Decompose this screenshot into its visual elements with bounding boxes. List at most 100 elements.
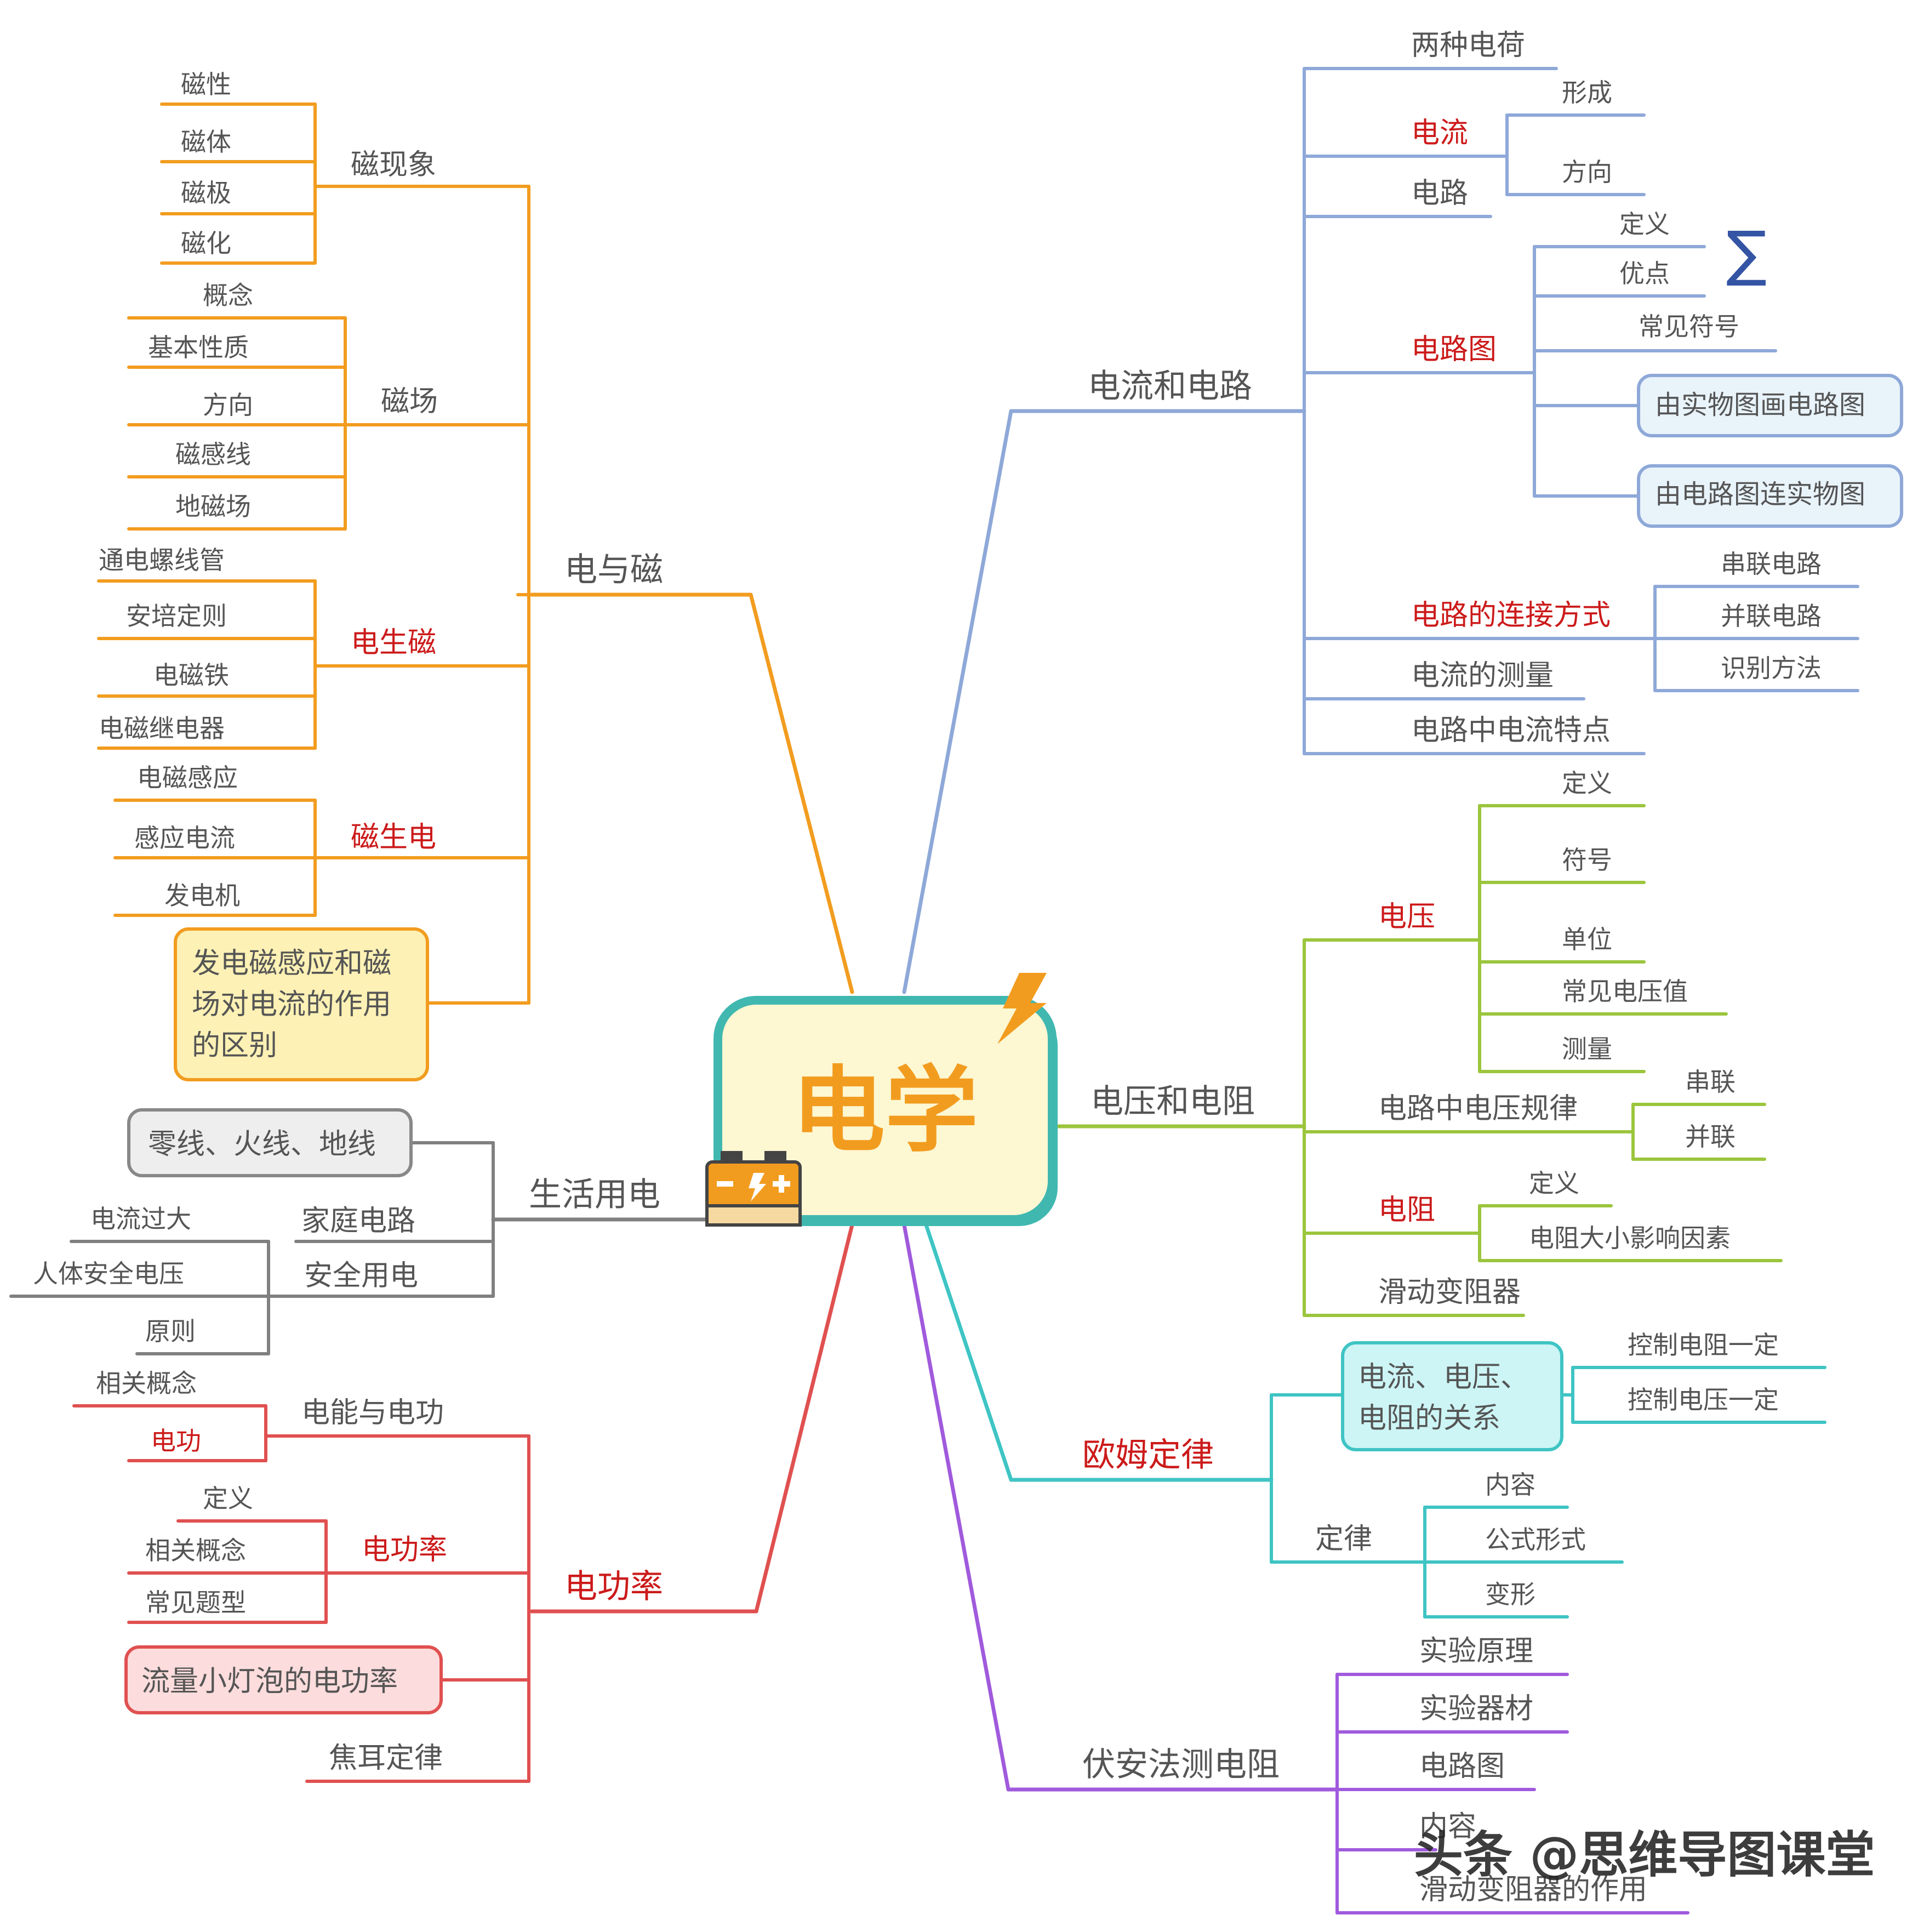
node-charges: 两种电荷 — [1411, 29, 1525, 62]
battery-icon — [705, 1151, 802, 1227]
leaf-label: 控制电阻一定 — [1628, 1330, 1779, 1360]
note-box-em[interactable] — [174, 927, 429, 1081]
note-text: 场对电流的作用 — [192, 988, 391, 1021]
leaf-label: 电路图 — [1419, 1750, 1505, 1783]
node-magnet-phenomena: 磁现象 — [351, 149, 436, 181]
node-energy-work: 电能与电功 — [301, 1397, 444, 1429]
leaf-label: 串联电路 — [1721, 549, 1822, 579]
leaf-label: 滑动变阻器的作用 — [1419, 1873, 1647, 1906]
node-circuit: 电路 — [1411, 177, 1468, 210]
node-volt: 电压 — [1378, 901, 1435, 933]
branch-label-voltage[interactable]: 电压和电阻 — [1091, 1082, 1255, 1121]
node-connection: 电路的连接方式 — [1411, 599, 1611, 632]
leaf-label: 内容 — [1485, 1470, 1535, 1500]
diagram-box-text: 由电路图连实物图 — [1655, 479, 1865, 510]
node-measure: 电流的测量 — [1411, 659, 1554, 692]
leaf-label: 电磁铁 — [153, 660, 229, 690]
node-law: 定律 — [1315, 1523, 1372, 1555]
leaf-label: 定义 — [1562, 768, 1612, 798]
node-mag-to-elec: 磁生电 — [351, 821, 436, 854]
branch-line-vam — [902, 1223, 1339, 1792]
leaf-label: 磁体 — [181, 127, 231, 157]
relation-text: 电流、电压、 — [1358, 1361, 1529, 1394]
leaf-label: 定义 — [203, 1484, 253, 1513]
relation-text: 电阻的关系 — [1358, 1402, 1500, 1435]
leaf-label: 通电螺线管 — [99, 545, 225, 575]
leaf-label: 基本性质 — [148, 333, 249, 362]
node-rheostat: 滑动变阻器 — [1378, 1276, 1521, 1309]
node-rule: 电路中电压规律 — [1378, 1092, 1578, 1125]
branch-label-power[interactable]: 电功率 — [564, 1568, 663, 1606]
leaf-label: 概念 — [203, 281, 253, 310]
central-topic[interactable]: 电学 — [713, 996, 1058, 1226]
node-safety: 安全用电 — [304, 1259, 418, 1292]
relation-box[interactable] — [1341, 1341, 1563, 1451]
leaf-label: 控制电压一定 — [1628, 1385, 1779, 1415]
node-current: 电流 — [1411, 117, 1468, 150]
note-text: 发电磁感应和磁 — [192, 947, 391, 980]
branch-label-em[interactable]: 电与磁 — [564, 551, 663, 589]
leaf-label: 实验原理 — [1419, 1635, 1533, 1668]
leaf-label: 内容 — [1419, 1810, 1476, 1843]
lamp-text: 流量小灯泡的电功率 — [141, 1665, 398, 1698]
branch-label-circuit[interactable]: 电流和电路 — [1088, 367, 1252, 406]
leaf-label: 电磁感应 — [137, 763, 238, 793]
central-title: 电学 — [792, 1056, 978, 1165]
leaf-label: 磁极 — [181, 178, 231, 208]
diagram-box-text: 由实物图画电路图 — [1655, 390, 1865, 420]
leaf-label: 电流过大 — [90, 1204, 191, 1234]
leaf-label: 电阻大小影响因素 — [1529, 1223, 1731, 1253]
leaf-label: 电磁继电器 — [99, 714, 225, 743]
branch-label-life[interactable]: 生活用电 — [529, 1176, 660, 1214]
leaf-label: 变形 — [1485, 1580, 1535, 1609]
node-resistance: 电阻 — [1378, 1194, 1435, 1227]
leaf-label: 电功 — [151, 1426, 201, 1456]
leaf-label: 发电机 — [164, 881, 240, 910]
node-diagram: 电路图 — [1411, 333, 1497, 366]
leaf-label: 并联 — [1685, 1122, 1736, 1152]
diagram-box-1[interactable] — [1637, 374, 1903, 437]
leaf-label: 公式形式 — [1485, 1525, 1586, 1554]
branch-line-circuit — [902, 409, 1306, 994]
leaf-label: 符号 — [1562, 845, 1612, 875]
leaf-label: 常见符号 — [1639, 312, 1739, 341]
leaf-label: 方向 — [203, 390, 253, 420]
leaf-label: 磁性 — [181, 70, 231, 99]
leaf-label: 定义 — [1529, 1169, 1579, 1198]
node-labels: 电与磁磁现象磁性磁体磁极磁化磁场概念基本性质方向磁感线地磁场电生磁通电螺线管安培… — [33, 29, 1865, 1906]
leaf-label: 形成 — [1562, 78, 1612, 107]
lamp-box[interactable] — [124, 1645, 443, 1714]
branch-line-em — [529, 592, 854, 994]
wires-box[interactable] — [127, 1108, 413, 1177]
leaf-label: 常见题型 — [145, 1588, 246, 1617]
leaf-label: 常见电压值 — [1562, 977, 1688, 1006]
node-elec-to-mag: 电生磁 — [351, 626, 436, 659]
branch-line-ohm — [924, 1223, 1274, 1482]
leaf-label: 感应电流 — [134, 823, 235, 853]
leaf-label: 优点 — [1619, 259, 1670, 288]
leaf-label: 识别方法 — [1721, 653, 1822, 683]
highlight-boxes — [124, 374, 1903, 1714]
leaf-label: 安培定则 — [126, 601, 227, 631]
branch-label-ohm[interactable]: 欧姆定律 — [1082, 1436, 1214, 1474]
leaf-label: 测量 — [1562, 1034, 1612, 1064]
leaf-label: 并联电路 — [1721, 601, 1822, 631]
node-home-circuit: 家庭电路 — [301, 1205, 415, 1238]
watermark: 头条 @思维导图课堂 — [1414, 1826, 1875, 1884]
leaf-label: 单位 — [1562, 925, 1612, 954]
node-features: 电路中电流特点 — [1411, 714, 1611, 747]
sigma-icon: ∑ — [1726, 218, 1767, 288]
leaf-label: 原则 — [145, 1317, 196, 1346]
connector-lines — [9, 67, 1859, 1914]
leaf-label: 磁化 — [181, 229, 231, 258]
diagram-box-2[interactable] — [1637, 464, 1903, 528]
leaf-label: 定义 — [1619, 209, 1670, 239]
leaf-label: 地磁场 — [175, 492, 251, 521]
leaf-label: 相关概念 — [145, 1536, 246, 1565]
node-joule: 焦耳定律 — [329, 1742, 443, 1775]
node-magnetic-field: 磁场 — [381, 385, 438, 418]
branch-label-vam[interactable]: 伏安法测电阻 — [1082, 1746, 1280, 1784]
leaf-label: 方向 — [1562, 157, 1612, 187]
leaf-label: 磁感线 — [175, 440, 251, 469]
